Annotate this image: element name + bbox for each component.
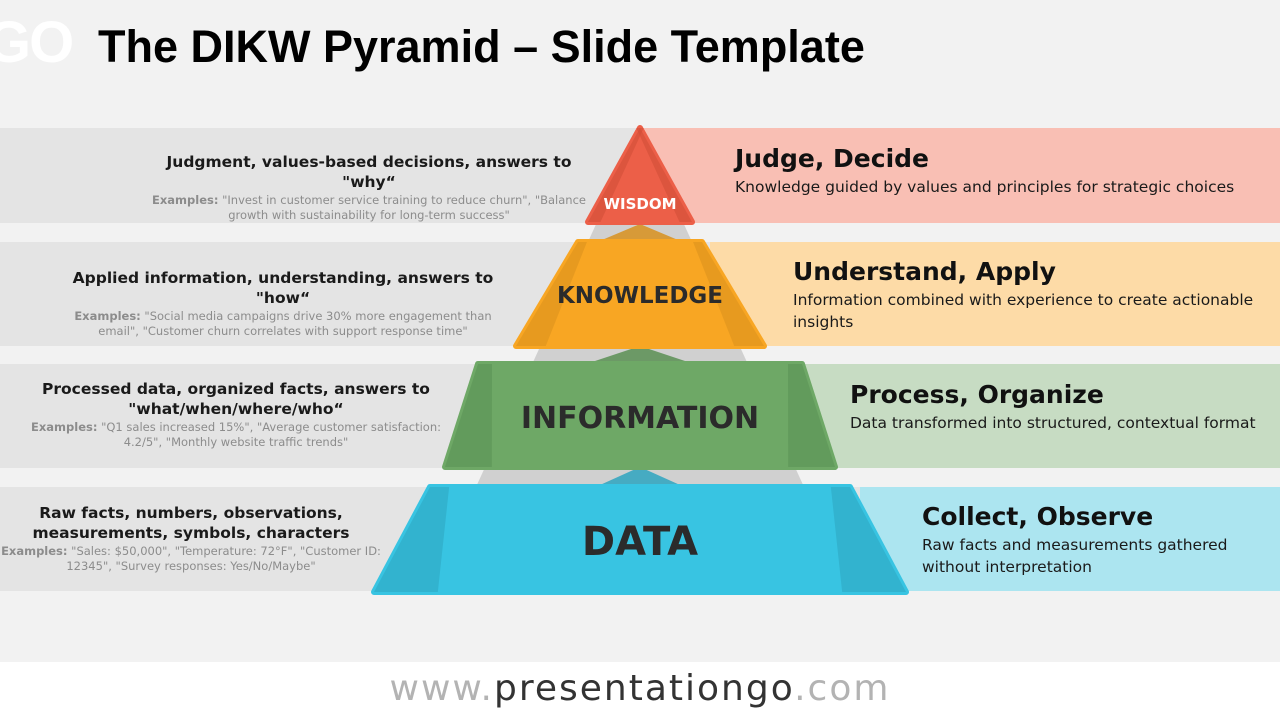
band-right-information xyxy=(790,364,1280,468)
tier-edge-right-wisdom xyxy=(636,128,692,222)
examples-label-information: Examples: xyxy=(31,420,98,434)
description-knowledge: Information combined with experience to … xyxy=(793,291,1254,331)
tier-label-wisdom: WISDOM xyxy=(603,195,676,213)
description-wisdom: Knowledge guided by values and principle… xyxy=(735,178,1235,196)
footer-url-prefix: www. xyxy=(389,668,494,709)
examples-information: Examples: "Q1 sales increased 15%", "Ave… xyxy=(31,420,441,450)
examples-label-knowledge: Examples: xyxy=(74,309,141,323)
heading-knowledge: Understand, Apply xyxy=(793,257,1056,286)
examples-text-data: "Sales: $50,000", "Temperature: 72°F", "… xyxy=(66,544,381,573)
summary-information: Processed data, organized facts, answers… xyxy=(42,380,430,418)
summary-wisdom: Judgment, values-based decisions, answer… xyxy=(166,153,572,191)
heading-information: Process, Organize xyxy=(850,380,1104,409)
tier-label-information: INFORMATION xyxy=(521,401,759,436)
left-text-information: Processed data, organized facts, answers… xyxy=(31,379,441,450)
tier-edge-left-information xyxy=(445,364,493,467)
footer-url-suffix: .com xyxy=(794,668,891,709)
examples-wisdom: Examples: "Invest in customer service tr… xyxy=(149,193,589,223)
tier-edge-right-information xyxy=(787,364,835,467)
tier-edge-right-knowledge xyxy=(693,242,764,346)
left-text-data: Raw facts, numbers, observations, measur… xyxy=(0,503,386,574)
footer-url-brand: presentationgo xyxy=(494,668,795,709)
band-right-wisdom xyxy=(640,128,1280,223)
tier-connector-knowledge xyxy=(602,224,678,240)
left-text-knowledge: Applied information, understanding, answ… xyxy=(58,268,508,339)
tier-knowledge: KNOWLEDGE xyxy=(513,239,767,349)
summary-data: Raw facts, numbers, observations, measur… xyxy=(32,504,350,542)
heading-data: Collect, Observe xyxy=(922,502,1154,531)
summary-knowledge: Applied information, understanding, answ… xyxy=(72,269,494,307)
tier-edge-left-data xyxy=(374,487,450,592)
tier-edge-right-data xyxy=(830,487,906,592)
heading-wisdom: Judge, Decide xyxy=(735,144,929,173)
examples-data: Examples: "Sales: $50,000", "Temperature… xyxy=(0,544,386,574)
band-left-wisdom xyxy=(0,128,640,223)
tier-wisdom: WISDOM xyxy=(585,125,695,225)
tier-label-knowledge: KNOWLEDGE xyxy=(557,283,723,309)
examples-text-information: "Q1 sales increased 15%", "Average custo… xyxy=(97,420,441,449)
tier-connector-data xyxy=(600,467,680,485)
examples-text-knowledge: "Social media campaigns drive 30% more e… xyxy=(98,309,492,338)
footer: www.presentationgo.com xyxy=(0,662,1280,720)
footer-url[interactable]: www.presentationgo.com xyxy=(390,667,891,711)
tier-edge-left-wisdom xyxy=(588,128,644,222)
logo-mark: GO xyxy=(0,10,74,75)
slide-title: The DIKW Pyramid – Slide Template xyxy=(98,21,865,72)
tier-connector-information xyxy=(592,346,688,362)
description-information: Data transformed into structured, contex… xyxy=(850,414,1256,432)
examples-label-wisdom: Examples: xyxy=(152,193,219,207)
examples-label-data: Examples: xyxy=(1,544,68,558)
band-right-knowledge xyxy=(710,242,1280,346)
left-text-wisdom: Judgment, values-based decisions, answer… xyxy=(149,152,589,223)
tier-information: INFORMATION xyxy=(442,361,838,470)
description-data: Raw facts and measurements gathered with… xyxy=(922,536,1228,576)
tier-data: DATA xyxy=(371,484,909,595)
band-right-data xyxy=(860,487,1280,591)
examples-knowledge: Examples: "Social media campaigns drive … xyxy=(58,309,508,339)
tier-label-data: DATA xyxy=(582,519,698,565)
examples-text-wisdom: "Invest in customer service training to … xyxy=(218,193,586,222)
tier-edge-left-knowledge xyxy=(516,242,587,346)
